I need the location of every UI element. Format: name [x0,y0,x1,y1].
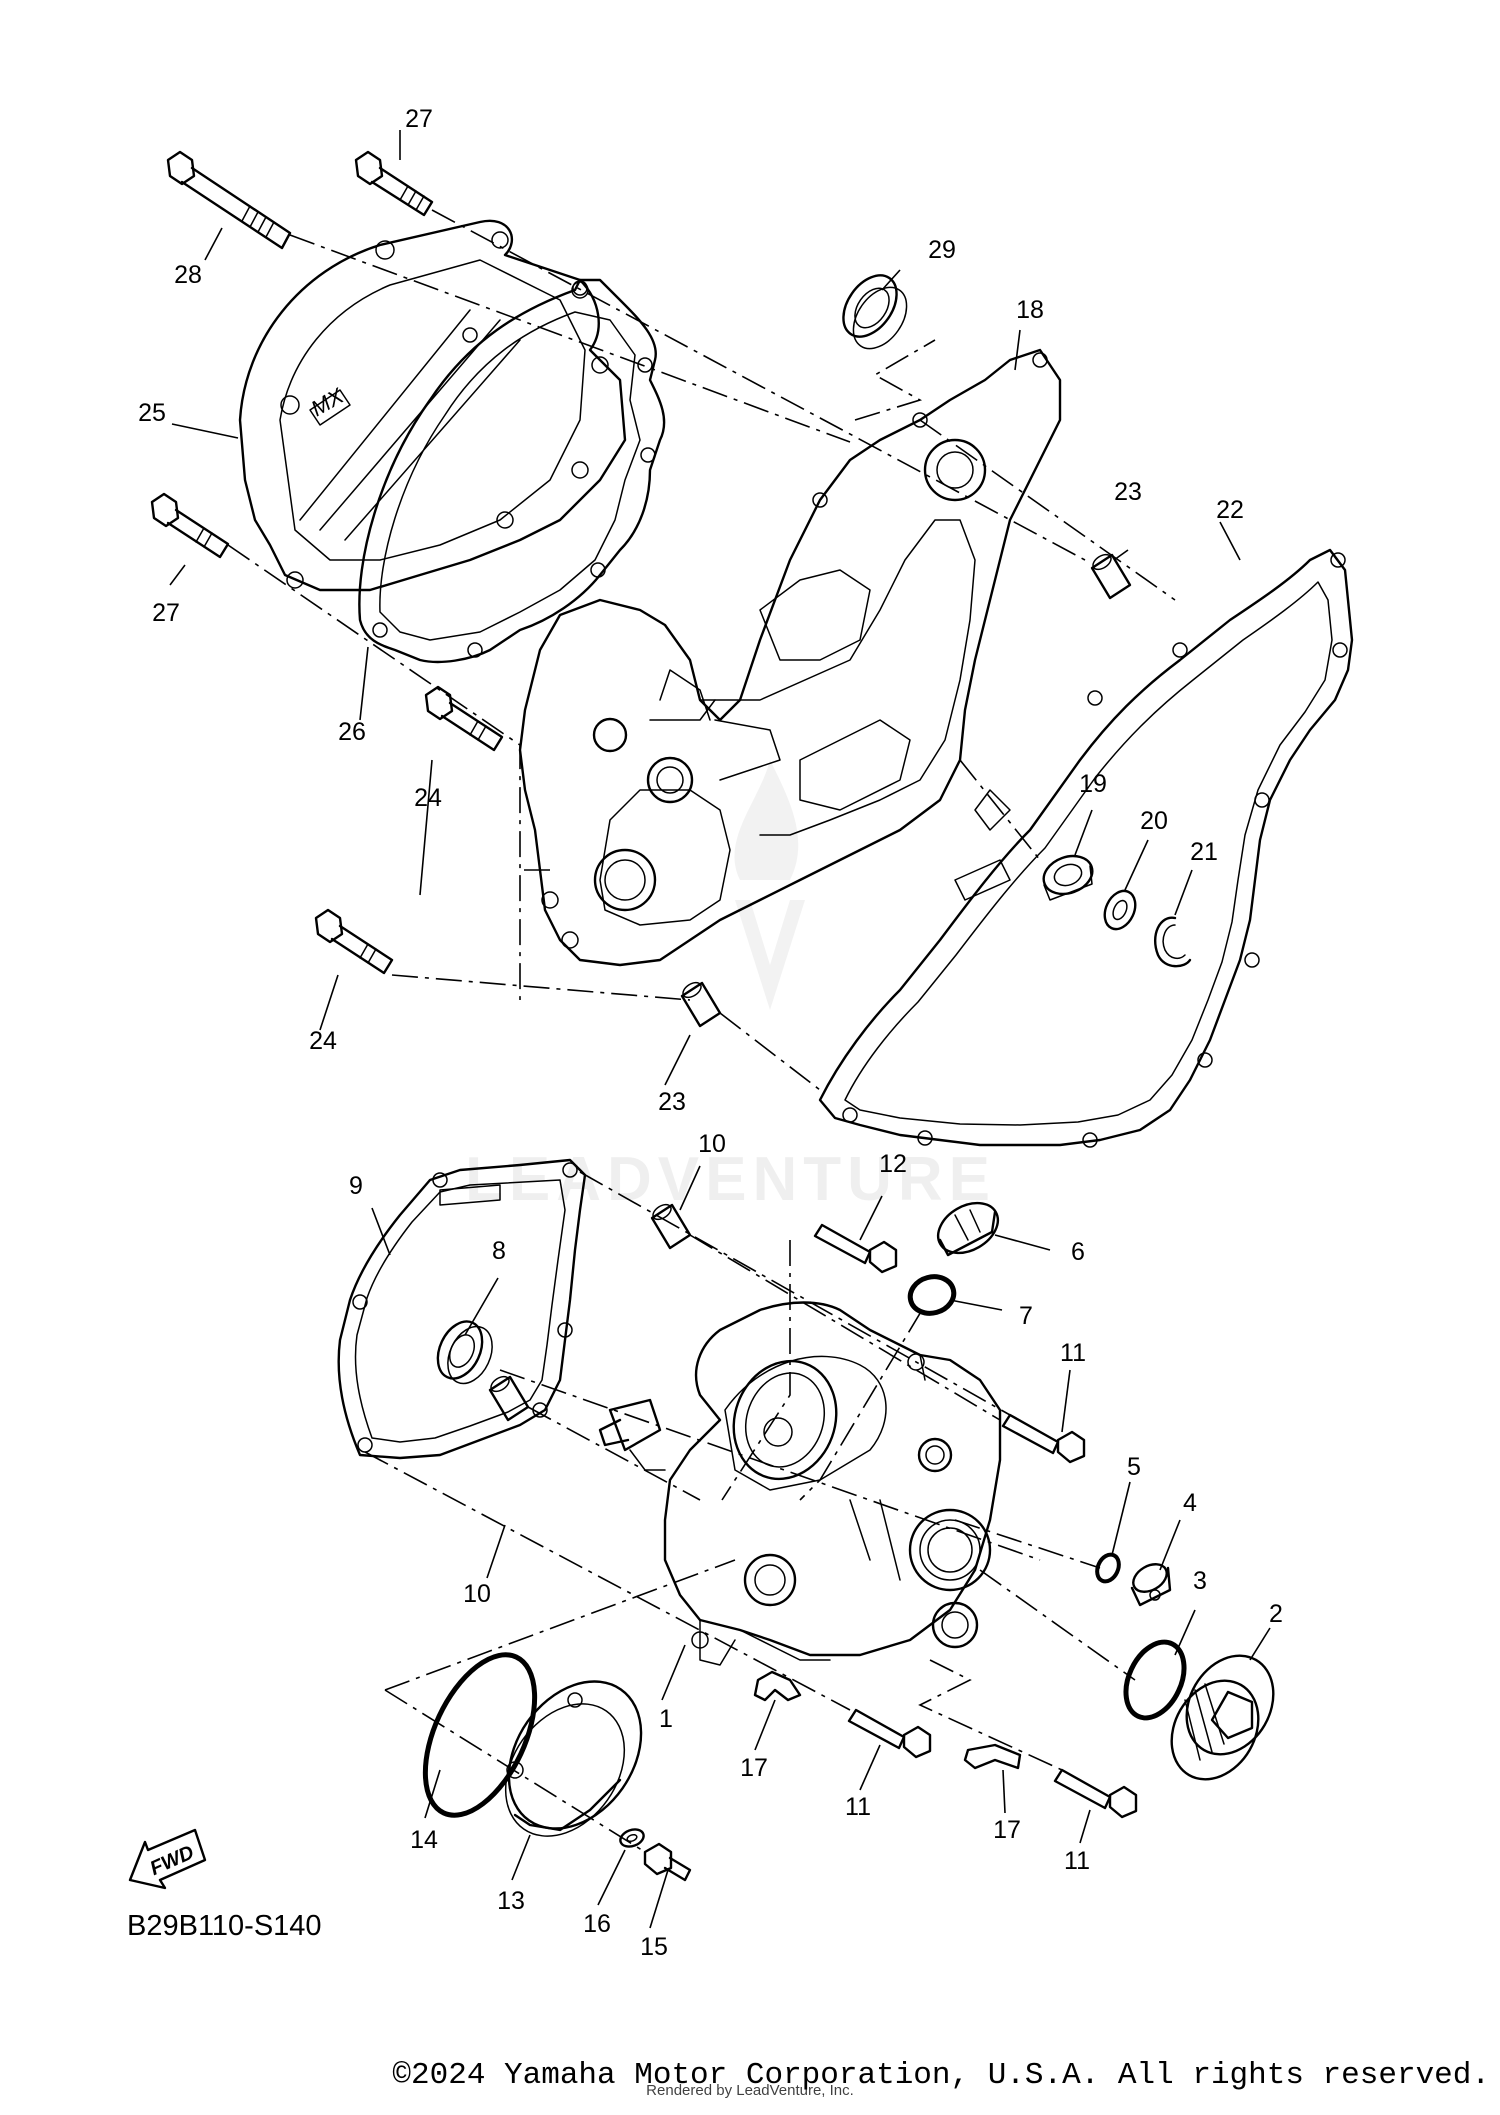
callout-24-upper: 24 [414,784,442,812]
watermark: LEADVENTURE [465,760,996,1214]
callout-28: 28 [174,261,202,289]
callout-10-lower: 10 [463,1580,491,1608]
callout-27-upper: 27 [405,105,433,133]
dowel-23-upper [1090,553,1132,600]
callout-13: 13 [497,1887,525,1915]
callout-10-upper: 10 [698,1130,726,1158]
callout-11-lower: 11 [1064,1847,1090,1875]
plug-4 [1130,1563,1172,1607]
o-ring-3 [1123,1639,1187,1721]
bolt-24-lower [314,908,394,975]
watermark-text: LEADVENTURE [465,1145,996,1214]
callout-18: 18 [1016,296,1044,324]
callout-1: 1 [659,1705,673,1733]
callout-7: 7 [1019,1302,1033,1330]
callout-23-upper: 23 [1114,478,1142,506]
callout-17-right: 17 [993,1816,1021,1844]
bolt-24-upper [424,685,504,752]
clip-17-left [753,1670,802,1702]
callout-15: 15 [640,1933,668,1961]
callout-24-lower: 24 [309,1027,337,1055]
rendered-by-note: Rendered by LeadVenture, Inc. [646,2082,854,2099]
clip-17-right [963,1743,1022,1770]
gasket-9 [337,1158,587,1460]
filler-cap-6 [936,1201,1000,1257]
bolt-27-upper [354,150,434,217]
bearing-19 [1042,854,1094,901]
oil-seal-8 [436,1320,493,1385]
callout-25: 25 [138,399,166,427]
callout-2: 2 [1269,1600,1283,1628]
callout-4: 4 [1183,1489,1197,1517]
circlip-21 [1153,916,1192,968]
bolt-12 [813,1223,898,1274]
bolt-11-lower [1053,1768,1138,1819]
callout-3: 3 [1193,1567,1207,1595]
washer-16 [619,1828,645,1848]
callout-17-left: 17 [740,1754,768,1782]
callout-16: 16 [583,1910,611,1938]
callout-26: 26 [338,718,366,746]
dowel-10-lower [488,1375,530,1422]
crankcase-cover-1 [598,1301,1002,1666]
cover-13 [504,1680,643,1837]
bolt-15 [643,1842,692,1882]
fwd-arrow-icon: FWD [128,1828,207,1890]
plug-2 [1170,1654,1275,1781]
gasket-22 [818,548,1354,1148]
lower-reference-lines [364,1165,1271,1929]
bolt-27-left [150,492,230,559]
copyright-notice: ©2024 Yamaha Motor Corporation, U.S.A. A… [392,2058,1490,2093]
callout-9: 9 [349,1172,363,1200]
callout-27-left: 27 [152,599,180,627]
bolt-11-middle [847,1708,932,1759]
callout-12: 12 [879,1150,907,1178]
callout-14: 14 [410,1826,438,1854]
bolt-28 [166,150,292,250]
upper-reference-lines [169,130,1241,1091]
callout-20: 20 [1140,807,1168,835]
dowel-23-lower [680,981,722,1028]
callout-5: 5 [1127,1453,1141,1481]
gasket-26 [358,278,666,664]
o-ring-14 [422,1652,538,1818]
callout-22: 22 [1216,496,1244,524]
callout-11-middle: 11 [845,1793,871,1821]
callout-21: 21 [1190,838,1218,866]
diagram-code: B29B110-S140 [127,1910,322,1942]
callout-19: 19 [1079,770,1107,798]
callout-8: 8 [492,1237,506,1265]
bolt-11-right [1001,1413,1086,1464]
crankcase-cover-18 [518,348,1062,967]
callout-11-right: 11 [1060,1339,1086,1367]
clutch-cover-25: MX [238,219,627,592]
oil-seal-29 [842,274,908,350]
o-ring-7 [907,1274,957,1316]
callout-29: 29 [928,236,956,264]
callout-labels: 27 28 29 18 25 23 22 27 26 24 19 20 21 2… [138,105,1283,1961]
washer-20 [1103,889,1137,931]
callout-6: 6 [1071,1238,1085,1266]
o-ring-5 [1095,1552,1121,1584]
callout-23-lower: 23 [658,1088,686,1116]
